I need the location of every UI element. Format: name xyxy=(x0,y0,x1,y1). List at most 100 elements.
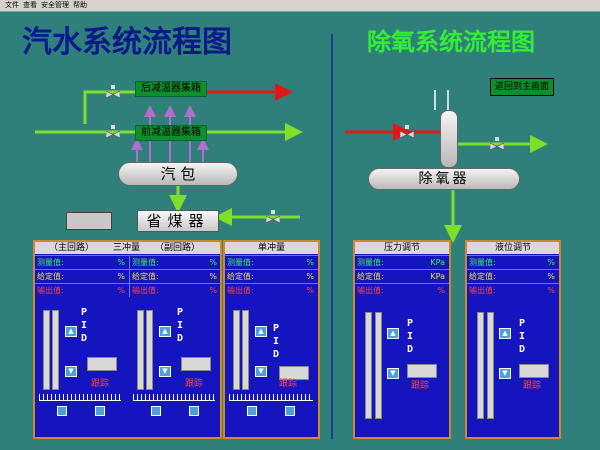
measured-label: 测量值: xyxy=(357,258,384,267)
output-value: % xyxy=(306,286,314,295)
decrease-button[interactable]: ▼ xyxy=(255,366,267,377)
valve-icon[interactable] xyxy=(490,137,504,151)
output-display xyxy=(279,366,309,380)
menu-help[interactable]: 帮助 xyxy=(73,1,87,9)
single-pulse-panel: 单冲量 测量值:% 给定值:% 输出值:% P I D ▲ ▼ 跟踪 xyxy=(223,240,320,439)
track-button[interactable]: 跟踪 xyxy=(279,379,298,389)
front-desuperheater-header[interactable]: 前减温器集箱 xyxy=(135,125,207,141)
measured-value: % xyxy=(117,258,125,267)
value-display-box xyxy=(66,212,112,230)
measured-bar xyxy=(477,312,484,419)
valve-icon[interactable] xyxy=(266,210,280,224)
setpoint-label: 给定值: xyxy=(227,272,254,281)
rear-desuperheater-header[interactable]: 后减温器集箱 xyxy=(135,81,207,97)
increase-button[interactable]: ▲ xyxy=(255,326,267,337)
deaerator-title: 除氧系统流程图 xyxy=(367,27,535,56)
level-title: 液位调节 xyxy=(467,242,559,254)
manual-button[interactable] xyxy=(285,406,295,416)
decrease-button[interactable]: ▼ xyxy=(387,368,399,379)
valve-icon[interactable] xyxy=(106,125,120,139)
decrease-button[interactable]: ▼ xyxy=(159,366,171,377)
setpoint-bar xyxy=(242,310,249,390)
increase-button[interactable]: ▲ xyxy=(159,326,171,337)
setpoint-value: % xyxy=(306,272,314,281)
output-value: % xyxy=(437,286,445,295)
pressure-title: 压力调节 xyxy=(355,242,449,254)
menu-file[interactable]: 文件 xyxy=(5,1,19,9)
deaerator-tank[interactable]: 除氧器 xyxy=(368,168,520,190)
measured-label: 测量值: xyxy=(37,258,64,267)
output-scale xyxy=(133,394,215,401)
steam-drum[interactable]: 汽 包 xyxy=(118,162,238,186)
output-display xyxy=(407,364,437,378)
output-label: 输出值: xyxy=(37,286,64,295)
decrease-button[interactable]: ▼ xyxy=(499,368,511,379)
output-scale xyxy=(229,394,313,401)
pid-label: P I D xyxy=(81,307,88,344)
measured-value: % xyxy=(547,258,555,267)
pressure-control-panel: 压力调节 测量值:KPa 给定值:KPa 输出值:% P I D ▲ ▼ 跟踪 xyxy=(353,240,451,439)
return-main-button[interactable]: 返回到主画面 xyxy=(490,78,554,96)
three-pulse-panel: （主回路） 三冲量 （副回路） 测量值:% 给定值:% 输出值:% 测量值:% … xyxy=(33,240,222,439)
setpoint-bar xyxy=(52,310,59,390)
measured-bar xyxy=(43,310,50,390)
setpoint-value: % xyxy=(117,272,125,281)
menu-bar: 文件 查看 安全管理 帮助 xyxy=(0,0,600,12)
track-button[interactable]: 跟踪 xyxy=(411,381,430,391)
auto-button[interactable] xyxy=(57,406,67,416)
measured-label: 测量值: xyxy=(132,258,159,267)
measured-label: 测量值: xyxy=(469,258,496,267)
single-pulse-title: 单冲量 xyxy=(225,242,318,254)
manual-button[interactable] xyxy=(189,406,199,416)
output-value: % xyxy=(117,286,125,295)
level-control-panel: 液位调节 测量值:% 给定值:% 输出值:% P I D ▲ ▼ 跟踪 xyxy=(465,240,561,439)
panel-header: （主回路） 三冲量 （副回路） xyxy=(35,242,220,254)
increase-button[interactable]: ▲ xyxy=(387,328,399,339)
setpoint-label: 给定值: xyxy=(132,272,159,281)
pid-label: P I D xyxy=(519,318,526,355)
measured-bar xyxy=(365,312,372,419)
economizer[interactable]: 省煤器 xyxy=(137,210,219,232)
decrease-button[interactable]: ▼ xyxy=(65,366,77,377)
measured-value: KPa xyxy=(430,258,445,267)
output-label: 输出值: xyxy=(132,286,159,295)
output-scale xyxy=(39,394,121,401)
sub-loop-label: （副回路） xyxy=(155,243,201,253)
output-label: 输出值: xyxy=(357,286,384,295)
menu-security[interactable]: 安全管理 xyxy=(41,1,69,9)
measured-value: % xyxy=(209,258,217,267)
valve-icon[interactable] xyxy=(106,85,120,99)
output-display xyxy=(519,364,549,378)
setpoint-value: % xyxy=(547,272,555,281)
auto-button[interactable] xyxy=(247,406,257,416)
increase-button[interactable]: ▲ xyxy=(499,328,511,339)
setpoint-label: 给定值: xyxy=(37,272,64,281)
track-button[interactable]: 跟踪 xyxy=(185,379,204,389)
output-display xyxy=(181,357,211,371)
output-label: 输出值: xyxy=(227,286,254,295)
output-value: % xyxy=(209,286,217,295)
main-loop-label: （主回路） xyxy=(49,243,95,253)
pid-label: P I D xyxy=(273,323,280,360)
measured-label: 测量值: xyxy=(227,258,254,267)
measured-bar xyxy=(137,310,144,390)
setpoint-value: KPa xyxy=(430,272,445,281)
valve-icon[interactable] xyxy=(400,125,414,139)
output-label: 输出值: xyxy=(469,286,496,295)
setpoint-value: % xyxy=(209,272,217,281)
manual-button[interactable] xyxy=(95,406,105,416)
process-canvas: 汽水系统流程图 除氧系统流程图 后减温 xyxy=(0,12,600,450)
pid-label: P I D xyxy=(177,307,184,344)
auto-button[interactable] xyxy=(151,406,161,416)
steam-water-title: 汽水系统流程图 xyxy=(22,25,232,60)
three-pulse-title: 三冲量 xyxy=(113,243,141,253)
measured-bar xyxy=(233,310,240,390)
setpoint-label: 给定值: xyxy=(469,272,496,281)
setpoint-label: 给定值: xyxy=(357,272,384,281)
track-button[interactable]: 跟踪 xyxy=(523,381,542,391)
deaerator-tower[interactable] xyxy=(440,110,458,168)
track-button[interactable]: 跟踪 xyxy=(91,379,110,389)
menu-view[interactable]: 查看 xyxy=(23,1,37,9)
output-value: % xyxy=(547,286,555,295)
increase-button[interactable]: ▲ xyxy=(65,326,77,337)
